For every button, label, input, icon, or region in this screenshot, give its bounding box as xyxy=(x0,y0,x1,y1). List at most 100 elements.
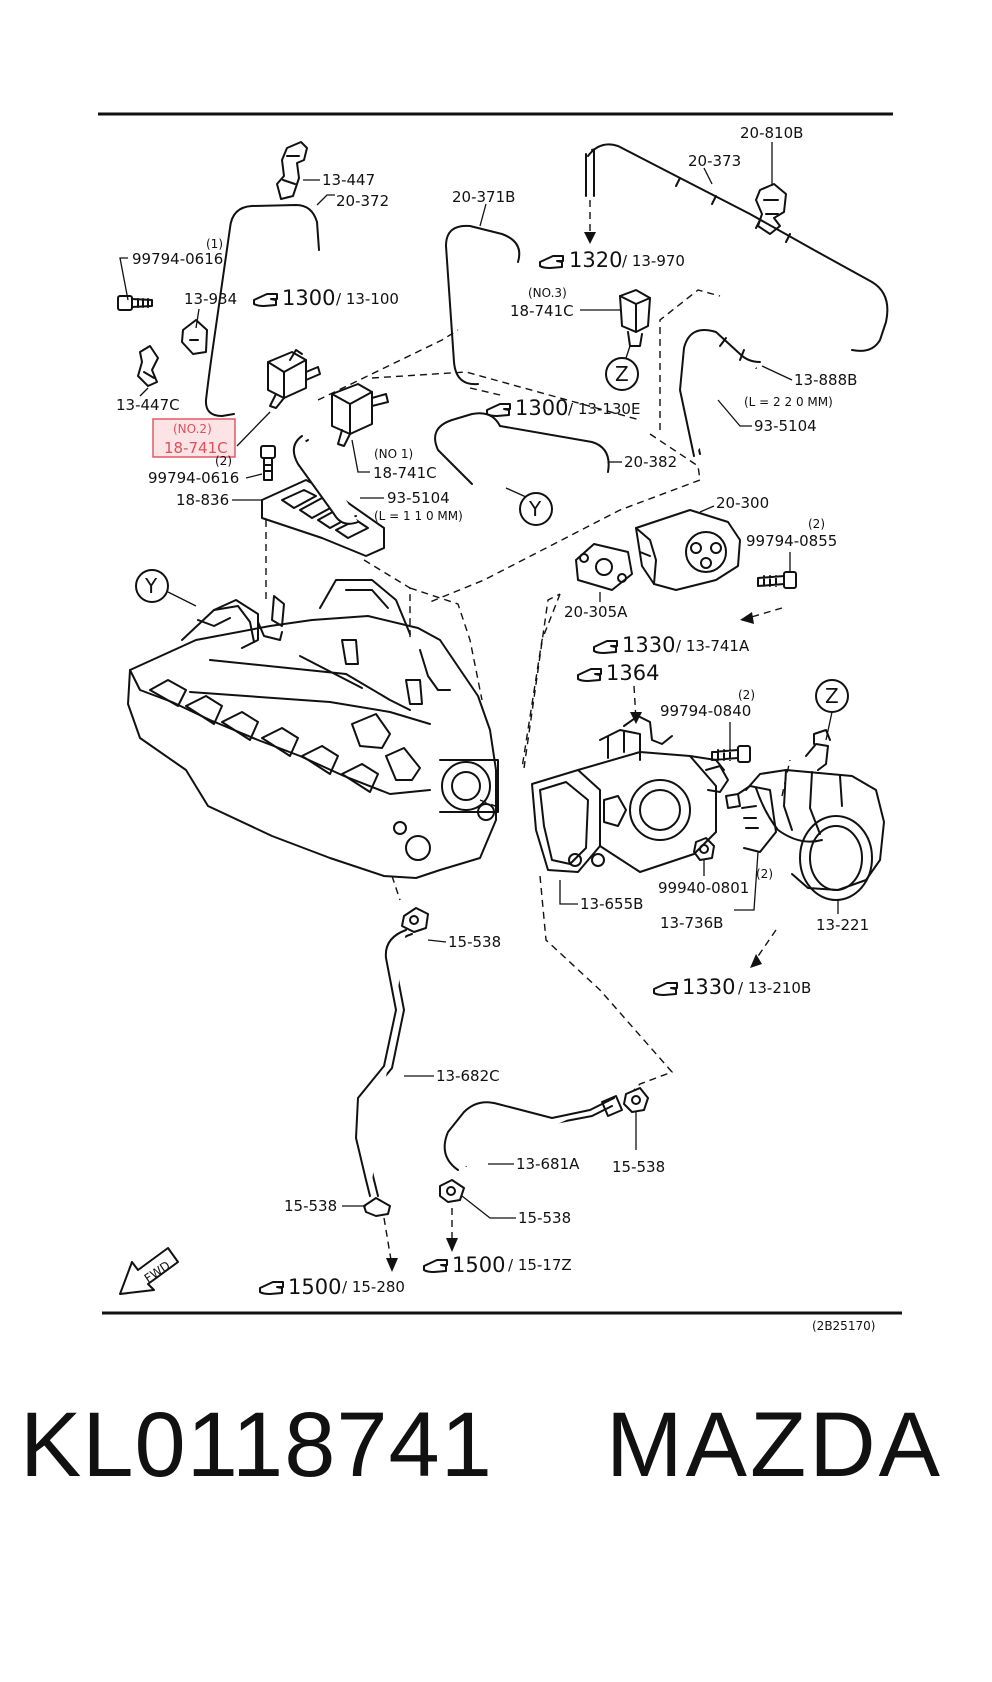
ref-1500b-sub: / 15-280 xyxy=(342,1278,405,1296)
ref-1330-13-741a[interactable]: 1330 / 13-741A xyxy=(593,633,750,657)
clamp-15-538-d-drawing xyxy=(439,1179,465,1203)
label-13-447: 13-447 xyxy=(322,171,375,189)
label-18-741c-no1: 18-741C xyxy=(373,464,437,482)
label-20-300: 20-300 xyxy=(716,494,769,512)
label-13-934: 13-934 xyxy=(184,290,237,308)
label-99794-0616-1: 99794-0616 xyxy=(132,250,223,268)
ref-1500-15-17z[interactable]: 1500 / 15-17Z xyxy=(423,1253,572,1277)
ref-1300b-num: 1300 xyxy=(515,396,568,420)
ref-circle-z-right-label: Z xyxy=(825,684,839,708)
footer-brand: MAZDA xyxy=(606,1394,943,1496)
label-18-741c-no3: 18-741C xyxy=(510,302,574,320)
label-20-382: 20-382 xyxy=(624,453,677,471)
len-93-5104-a: (L = 1 1 0 MM) xyxy=(374,509,463,523)
ref-1364[interactable]: 1364 xyxy=(577,661,659,685)
len-13-888b: (L = 2 2 0 MM) xyxy=(744,395,833,409)
hand-pointer-icon xyxy=(253,293,278,307)
label-20-371b: 20-371B xyxy=(452,188,515,206)
ref-1330b-num: 1330 xyxy=(682,975,735,999)
air-hose-13-221-drawing xyxy=(745,729,885,901)
ref-1500a-sub: / 15-17Z xyxy=(508,1256,572,1274)
ref-circle-y-top-label: Y xyxy=(528,497,542,521)
fwd-label: FWD xyxy=(142,1258,173,1285)
intake-manifold-drawing xyxy=(127,579,499,879)
ref-circle-z-mid-label: Z xyxy=(615,362,629,386)
ref-1330a-sub: / 13-741A xyxy=(676,637,750,655)
qty-18-741c-no1: (NO 1) xyxy=(374,447,413,461)
label-99794-0855: 99794-0855 xyxy=(746,532,837,550)
footer: KL0118741 MAZDA xyxy=(0,1390,992,1530)
label-99794-0840: 99794-0840 xyxy=(660,702,751,720)
label-93-5104-a: 93-5104 xyxy=(387,489,450,507)
label-20-305a: 20-305A xyxy=(564,603,628,621)
qty-18-741c-no3: (NO.3) xyxy=(528,286,567,300)
bolt-99794-0840-drawing xyxy=(711,745,751,763)
label-13-447c: 13-447C xyxy=(116,396,180,414)
qty-18-741c-no2: (NO.2) xyxy=(173,422,212,436)
ref-1500b-num: 1500 xyxy=(288,1275,341,1299)
solenoid-no3-drawing xyxy=(619,289,651,347)
hand-pointer-icon xyxy=(259,1281,284,1295)
throttle-body-13-655b-drawing xyxy=(531,715,729,873)
hand-pointer-icon xyxy=(577,668,602,682)
bracket-13-934-drawing xyxy=(181,319,208,355)
ref-1330-13-210b[interactable]: 1330 / 13-210B xyxy=(653,975,811,999)
bolt-99794-0855-drawing xyxy=(757,571,797,589)
label-99794-0616-2: 99794-0616 xyxy=(148,469,239,487)
solenoid-no1-drawing xyxy=(331,383,389,447)
label-20-810b: 20-810B xyxy=(740,124,803,142)
label-15-538-c: 15-538 xyxy=(612,1158,665,1176)
clip-20-810b-drawing xyxy=(755,183,787,235)
ref-1300-13-100[interactable]: 1300 / 13-100 xyxy=(253,286,399,310)
label-20-372: 20-372 xyxy=(336,192,389,210)
highlight-box-18-741c-no2 xyxy=(152,418,236,458)
qty-99794-0616-2: (2) xyxy=(215,454,232,468)
hand-pointer-icon xyxy=(423,1259,448,1273)
clip-13-447-drawing xyxy=(276,141,308,200)
ref-1300-num: 1300 xyxy=(282,286,335,310)
label-13-681a: 13-681A xyxy=(516,1155,580,1173)
ref-circle-y-left xyxy=(135,569,169,603)
ref-1300-sub: / 13-100 xyxy=(336,290,399,308)
ref-1330b-sub: / 13-210B xyxy=(738,979,811,997)
idle-control-valve-20-300-drawing xyxy=(635,509,741,591)
hand-pointer-icon xyxy=(593,640,618,654)
label-13-655b: 13-655B xyxy=(580,895,643,913)
ref-circle-y-left-label: Y xyxy=(144,574,158,598)
clamp-15-538-b-drawing xyxy=(363,1197,391,1217)
hand-pointer-icon xyxy=(486,403,511,417)
clamp-13-736b-drawing xyxy=(725,785,777,853)
ref-1300b-sub: / 13-130E xyxy=(568,400,640,418)
label-20-373: 20-373 xyxy=(688,152,741,170)
ref-1500-15-280[interactable]: 1500 / 15-280 xyxy=(259,1275,405,1299)
solenoid-no2-drawing xyxy=(267,349,321,409)
label-99940-0801: 99940-0801 xyxy=(658,879,749,897)
clamp-15-538-c-drawing xyxy=(623,1087,649,1113)
clip-13-447c-drawing xyxy=(137,345,159,387)
bolt-99794-0616-1-drawing xyxy=(117,295,153,311)
bolt-99794-0616-2-drawing xyxy=(260,445,276,481)
footer-part-number: KL0118741 xyxy=(20,1394,493,1496)
hand-pointer-icon xyxy=(539,255,564,269)
qty-99794-0616-1: (1) xyxy=(206,237,223,251)
fwd-arrow-icon: FWD xyxy=(119,1247,179,1295)
ref-1364-num: 1364 xyxy=(606,661,659,685)
ref-1320-13-970[interactable]: 1320 / 13-970 xyxy=(539,248,685,272)
qty-99794-0855: (2) xyxy=(808,517,825,531)
label-18-741c-no2: 18-741C xyxy=(164,439,228,457)
ref-1320-sub: / 13-970 xyxy=(622,252,685,270)
ref-circle-y-top xyxy=(519,492,553,526)
label-15-538-d: 15-538 xyxy=(518,1209,571,1227)
qty-99940-0801: (2) xyxy=(756,867,773,881)
label-15-538-b: 15-538 xyxy=(284,1197,337,1215)
hand-pointer-icon xyxy=(653,982,678,996)
qty-99794-0840: (2) xyxy=(738,688,755,702)
nut-99940-0801-drawing xyxy=(693,837,715,861)
label-13-888b: 13-888B xyxy=(794,371,857,389)
ref-1330a-num: 1330 xyxy=(622,633,675,657)
label-18-836: 18-836 xyxy=(176,491,229,509)
diagram-code: (2B25170) xyxy=(812,1319,875,1333)
label-13-221: 13-221 xyxy=(816,916,869,934)
ref-circle-z-mid xyxy=(605,357,639,391)
